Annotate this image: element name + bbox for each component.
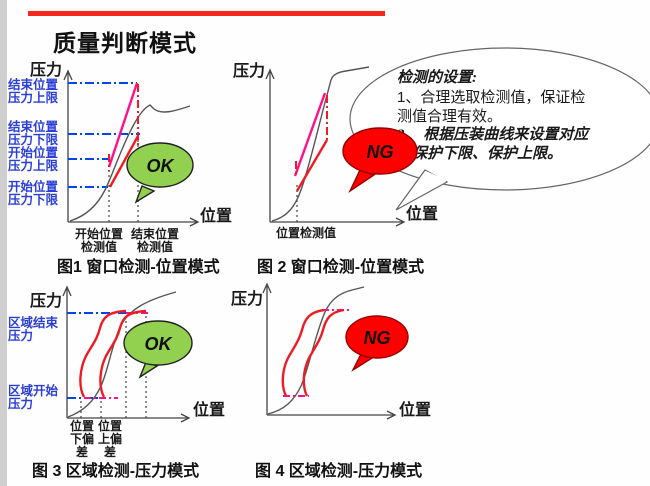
chart3-x-arrow-icon (180, 413, 191, 423)
chart1-upper-window-line (107, 82, 139, 168)
chart4-y-arrow-icon (262, 282, 272, 294)
chart1-caption: 图1 窗口检测-位置模式 (57, 259, 220, 276)
chart1-x-arrow-icon (189, 217, 200, 227)
chart1-press-curve (69, 104, 191, 222)
chart1-y-arrow-icon (63, 69, 73, 81)
chart4-caption: 图 4 区域检测-压力模式 (255, 463, 423, 480)
chart3-lower-dev-label: 位置下偏差 (69, 419, 94, 459)
note-text: 检测的设置: 1、合理选取检测值，保证检 测值合理有效。 2、 根据压装曲线来设… (397, 69, 635, 164)
chart4-press-curve (267, 286, 365, 415)
note-bubble-tail-mask (424, 170, 447, 183)
chart1-lower-window-line (108, 135, 140, 188)
chart2-x-axis-label: 位置 (406, 206, 439, 223)
chart1-ok-bubble-tail (134, 185, 156, 204)
chart3-red-curve-left (79, 309, 127, 398)
chart3-red-curve-right (99, 309, 147, 398)
chart1-end-marker-label: 结束位置检测值 (130, 227, 179, 254)
chart4-ng-bubble-ellipse (345, 315, 409, 359)
chart4-ng-bubble: NG (345, 315, 409, 372)
page-title: 质量判断模式 (53, 30, 197, 56)
chart1-result-text: OK (147, 156, 176, 176)
chart1-limit1-label: 结束位置压力上限 (8, 78, 59, 105)
chart3-ok-bubble: OK (123, 320, 193, 379)
note-bubble-ellipse (349, 47, 650, 191)
chart3-y-arrow-icon (62, 285, 72, 297)
chart1-ok-bubble-ellipse (126, 142, 194, 188)
chart1-ok-bubble: OK (126, 142, 194, 204)
chart1-y-axis-label: 压力 (30, 62, 63, 79)
chart3-upper-dev-label: 位置上偏差 (97, 419, 122, 459)
chart4-x-arrow-icon (386, 410, 397, 420)
top-accent-bar (28, 11, 385, 16)
chart4-result-text: NG (364, 328, 391, 348)
chart2-lower-window-line (295, 139, 329, 192)
chart2-upper-window-line (293, 92, 327, 177)
note-line-1: 检测的设置: (397, 70, 477, 86)
chart3-ok-bubble-ellipse (123, 320, 193, 366)
chart2-ng-bubble: NG (342, 127, 418, 193)
note-speech-bubble (349, 47, 650, 211)
note-line-5: 的保护下限、保护上限。 (397, 146, 563, 162)
chart3-press-curve (67, 291, 177, 418)
chart3-caption: 图 3 区域检测-压力模式 (32, 463, 200, 480)
chart3-region-start-label: 区域开始压力 (8, 384, 59, 411)
chart4-plot (262, 282, 397, 420)
chart4-red-curve-left (281, 308, 325, 397)
chart1-start-marker-label: 开始位置检测值 (74, 227, 123, 254)
chart3-y-axis-label: 压力 (30, 293, 63, 310)
left-border-strip (0, 0, 7, 486)
chart1-plot (63, 69, 200, 227)
note-line-2: 1、合理选取检测值，保证检 (397, 89, 586, 106)
chart2-caption: 图 2 窗口检测-位置模式 (257, 259, 425, 276)
chart2-y-arrow-icon (265, 68, 275, 80)
chart4-x-axis-label: 位置 (399, 402, 432, 419)
note-line-3: 测值合理有效。 (397, 108, 503, 125)
note-line-4: 2、 根据压装曲线来设置对应 (397, 127, 589, 143)
chart1-limit4-label: 开始位置压力下限 (8, 180, 59, 207)
chart1-limit2-label: 结束位置压力下限 (8, 120, 59, 147)
chart2-press-curve (271, 66, 370, 222)
chart4-y-axis-label: 压力 (231, 291, 264, 308)
chart2-plot (265, 66, 406, 227)
chart2-x-arrow-icon (395, 217, 406, 227)
chart3-result-text: OK (145, 334, 174, 354)
chart3-x-axis-label: 位置 (193, 402, 226, 419)
chart2-y-axis-label: 压力 (233, 63, 266, 80)
chart2-position-marker-label: 位置检测值 (276, 226, 337, 240)
chart3-region-end-label: 区域结束压力 (8, 316, 59, 343)
chart1-x-axis-label: 位置 (200, 208, 233, 225)
chart2-result-text: NG (367, 142, 394, 162)
chart3-plot (62, 285, 191, 423)
chart1-limit3-label: 开始位置压力上限 (8, 146, 59, 173)
chart4-red-curve-right (302, 308, 345, 397)
chart2-ng-bubble-ellipse (342, 127, 418, 175)
